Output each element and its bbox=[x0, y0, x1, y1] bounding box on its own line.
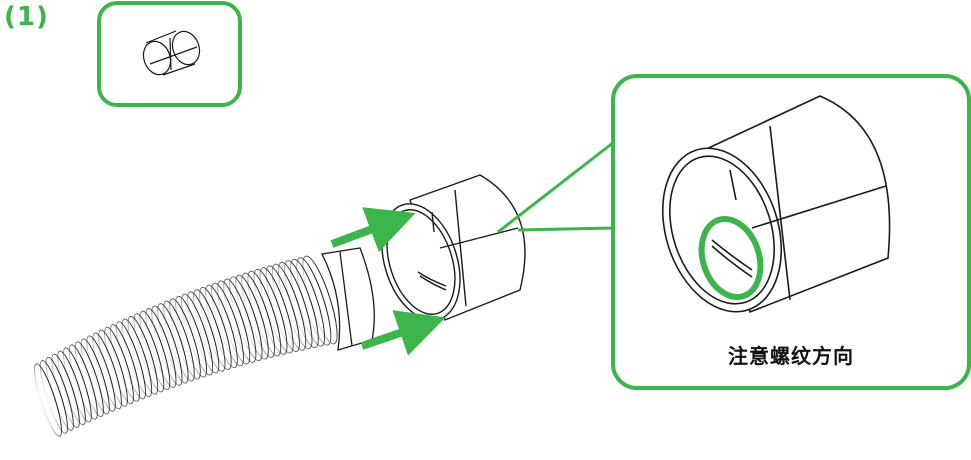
hose-ridge bbox=[145, 308, 177, 388]
hose-ridge bbox=[277, 261, 313, 350]
hose-ridge bbox=[92, 332, 122, 410]
hose-ridge bbox=[57, 350, 86, 426]
coupler-part bbox=[381, 174, 526, 321]
hose-ridge bbox=[169, 298, 201, 380]
hose-ridge bbox=[104, 326, 134, 405]
hose-ridge bbox=[139, 310, 171, 391]
hose-ridge bbox=[205, 284, 238, 369]
hose-ridge bbox=[157, 303, 189, 384]
hose-ridge bbox=[80, 338, 110, 415]
hose-cuff bbox=[321, 247, 375, 351]
hose-ridge bbox=[296, 257, 332, 346]
hose-ridge bbox=[151, 305, 183, 386]
hose-ridge bbox=[187, 291, 220, 374]
thumbnail-panel bbox=[97, 1, 242, 107]
step-number: (1) bbox=[4, 2, 49, 32]
hose-ridge bbox=[51, 353, 80, 428]
insert-arrow-icon bbox=[360, 310, 446, 356]
hose-ridge bbox=[211, 282, 244, 367]
corrugated-hose bbox=[34, 255, 338, 437]
hose-ridge bbox=[34, 363, 62, 437]
hose-ridge bbox=[181, 293, 214, 376]
hose-ridge bbox=[223, 278, 257, 363]
hose-ridge bbox=[290, 258, 326, 347]
hose-ridge bbox=[121, 318, 153, 398]
hose-ridge bbox=[302, 255, 338, 345]
hose-ridge bbox=[199, 286, 232, 370]
coupler-thumbnail-icon bbox=[142, 30, 201, 76]
hose-ridge bbox=[45, 356, 74, 431]
hose-ridge bbox=[39, 360, 68, 434]
hose-ridge bbox=[217, 280, 251, 365]
hose-ridge bbox=[63, 347, 92, 423]
hose-ridge bbox=[175, 295, 208, 378]
zoom-panel bbox=[611, 74, 971, 390]
hose-ridge bbox=[127, 315, 159, 395]
hose-ridge bbox=[98, 329, 128, 407]
callout-connector bbox=[497, 140, 615, 234]
hose-ridge bbox=[163, 300, 195, 382]
hose-ridge bbox=[109, 323, 140, 402]
thread-direction-caption: 注意螺纹方向 bbox=[728, 344, 854, 368]
hose-ridge bbox=[271, 263, 307, 351]
insert-arrows bbox=[330, 207, 446, 356]
hose-ridge bbox=[229, 276, 263, 362]
hose-ridge bbox=[74, 341, 104, 418]
insert-arrow-icon bbox=[330, 207, 416, 253]
hose-ridge bbox=[193, 289, 226, 372]
hose-ridge bbox=[133, 313, 165, 393]
hose-ridge bbox=[115, 321, 146, 400]
coupler-closeup bbox=[661, 95, 891, 314]
thread-highlight-ring-icon bbox=[698, 215, 764, 301]
hose-ridge bbox=[284, 260, 319, 349]
hose-ridge bbox=[68, 344, 98, 420]
hose-ridge bbox=[86, 335, 116, 412]
